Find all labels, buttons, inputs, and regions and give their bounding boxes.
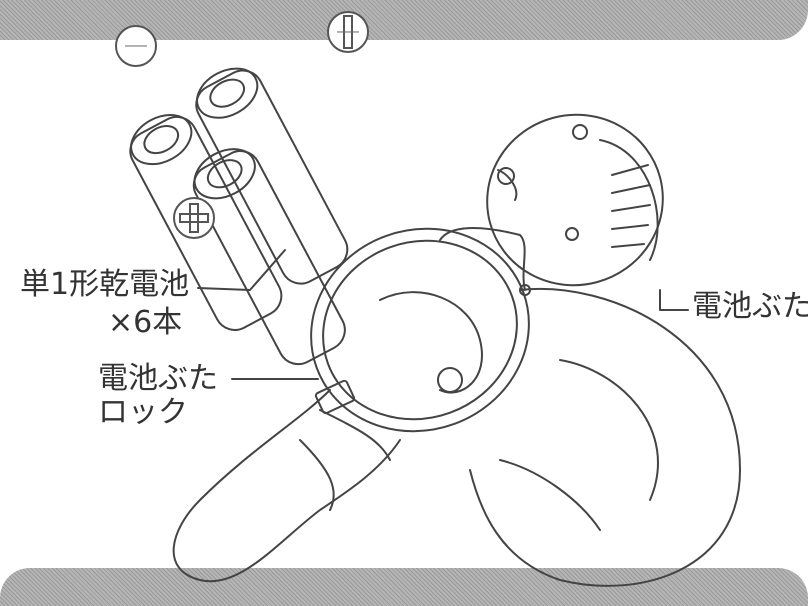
battery-cover-lid	[486, 113, 664, 287]
battery-cell	[195, 69, 349, 285]
megaphone-bell	[469, 288, 741, 587]
battery-compartment	[310, 227, 530, 433]
cover-lock-slider	[314, 379, 356, 415]
cover-grille	[611, 164, 651, 248]
battery-type-label: 単1形乾電池	[20, 267, 190, 302]
leader-line-batteries	[197, 249, 286, 291]
cover-lock-label-line1: 電池ぶた	[98, 361, 218, 396]
plus-terminal-icon	[173, 197, 215, 239]
battery-cells	[129, 67, 349, 366]
cover-lock-label-line2: ロック	[98, 395, 188, 430]
battery-count-label: ×6本	[108, 305, 183, 340]
megaphone-handle	[172, 389, 401, 583]
bottom-decorative-band	[0, 568, 808, 606]
svg-text:━━━━━━: ━━━━━━	[336, 29, 359, 36]
battery-cell	[192, 150, 346, 366]
battery-cover-label: 電池ぶた	[692, 289, 808, 324]
minus-terminal-icon: ━━━━━━	[115, 25, 157, 67]
battery-cell	[129, 115, 283, 331]
leader-line-lid	[659, 289, 689, 311]
plus-terminal-icon: ━━━━━━	[327, 11, 369, 53]
svg-text:━━━━━━: ━━━━━━	[124, 43, 147, 50]
